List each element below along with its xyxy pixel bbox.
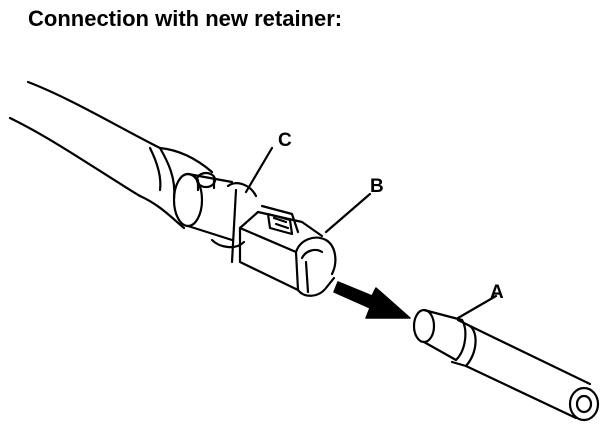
leader-line-b <box>324 192 372 234</box>
hose-fitting <box>172 171 234 242</box>
label-b: B <box>370 176 384 197</box>
label-c: C <box>278 130 292 151</box>
diagram-title: Connection with new retainer: <box>28 6 343 31</box>
fuel-hose <box>8 80 214 230</box>
insert-direction-arrow <box>333 281 411 319</box>
leader-line-c <box>244 146 274 194</box>
quick-connector <box>210 182 324 292</box>
label-a: A <box>490 282 504 303</box>
fuel-pipe <box>412 308 600 422</box>
retainer <box>294 236 337 297</box>
leader-line-a <box>456 294 498 320</box>
